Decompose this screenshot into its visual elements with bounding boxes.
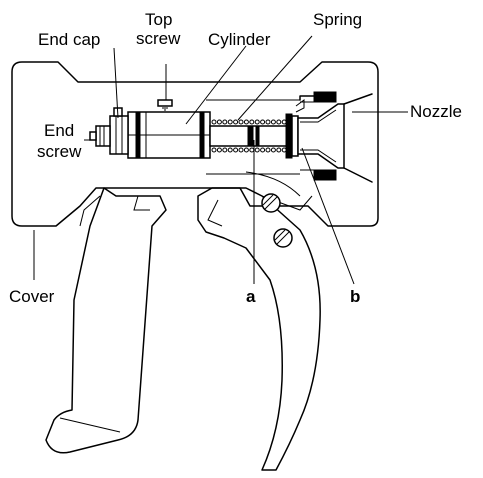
trigger-lever (197, 171, 321, 471)
spring-coil (249, 119, 255, 125)
spring-coil (276, 119, 282, 125)
nozzle-seal (285, 113, 299, 159)
leader-lines (33, 35, 408, 285)
spring-coil (243, 147, 249, 153)
trigger-screw-1 (261, 193, 281, 213)
pistol-grip (45, 187, 167, 454)
spring-coil (216, 119, 222, 125)
cylinder (127, 111, 211, 159)
spring-coil (211, 147, 217, 153)
cover-outline (11, 61, 379, 227)
end-screw (89, 125, 111, 147)
spring-coil (265, 147, 271, 153)
label-cylinder: Cylinder (208, 30, 271, 49)
spring-coil (260, 119, 266, 125)
inner-tube (206, 99, 300, 175)
label-end-screw-line2: screw (37, 142, 82, 161)
spring-coil (222, 119, 228, 125)
spring-coil (249, 147, 255, 153)
spring-coil (254, 119, 260, 125)
spring-coil (254, 147, 260, 153)
spring-coil (216, 147, 222, 153)
spring (211, 119, 287, 153)
nozzle (295, 91, 373, 183)
top-screw (157, 99, 173, 111)
spring-coil (222, 147, 228, 153)
spring-coil (276, 147, 282, 153)
label-end-screw-line1: End (44, 121, 74, 140)
label-top-screw-line1: Top (145, 10, 172, 29)
label-end-cap: End cap (38, 30, 100, 49)
end-cap (109, 107, 129, 155)
label-top-screw-line2: screw (136, 29, 181, 48)
trigger-screw-2 (273, 228, 293, 248)
spring-coil (211, 119, 217, 125)
spring-coil (233, 119, 239, 125)
spring-coil (270, 147, 276, 153)
spring-coil (238, 119, 244, 125)
label-b: b (350, 287, 360, 306)
label-nozzle: Nozzle (410, 102, 462, 121)
label-cover: Cover (9, 287, 55, 306)
spring-coil (227, 147, 233, 153)
spring-coil (270, 119, 276, 125)
spring-coil (233, 147, 239, 153)
spring-coil (265, 119, 271, 125)
label-a: a (246, 287, 256, 306)
spring-coil (243, 119, 249, 125)
spring-coil (238, 147, 244, 153)
label-spring: Spring (313, 10, 362, 29)
spring-coil (227, 119, 233, 125)
plunger-rod (209, 125, 289, 147)
spring-coil (260, 147, 266, 153)
